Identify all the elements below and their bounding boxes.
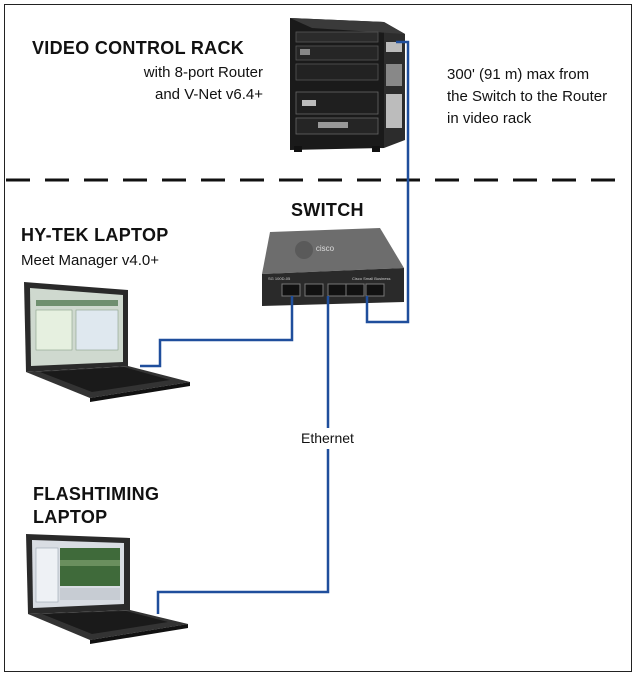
distance-note-line1: 300' (91 m) max from [447,66,590,83]
switch-brand-text: cisco [316,244,335,253]
switch-title: SWITCH [291,200,364,220]
hytek-title: HY-TEK LAPTOP [21,225,169,245]
flashtiming-laptop-image [26,534,188,644]
video-rack-image [290,18,405,152]
hytek-laptop-image [24,282,190,402]
diagram-frame [4,4,632,672]
flashtiming-title-line1: FLASHTIMING [33,484,160,504]
rack-subtitle-line2: and V-Net v6.4+ [155,86,263,103]
hytek-subtitle: Meet Manager v4.0+ [21,252,159,269]
rack-subtitle-line1: with 8-port Router [143,64,263,81]
distance-note-line3: in video rack [447,110,532,127]
cable-switch-to-flashtiming [156,296,330,614]
switch-model-text: SG 100D-05 [268,276,291,281]
ethernet-label: Ethernet [299,428,356,449]
rack-title: VIDEO CONTROL RACK [32,38,245,58]
switch-series-text: Cisco Small Business [352,276,390,281]
network-switch-image: cisco SG 100D-05 Cisco Small Business [262,228,404,306]
flashtiming-title-line2: LAPTOP [33,507,108,527]
cable-switch-to-hytek [140,296,294,368]
cable-switch-to-rack [365,40,410,324]
distance-note-line2: the Switch to the Router [447,88,608,105]
